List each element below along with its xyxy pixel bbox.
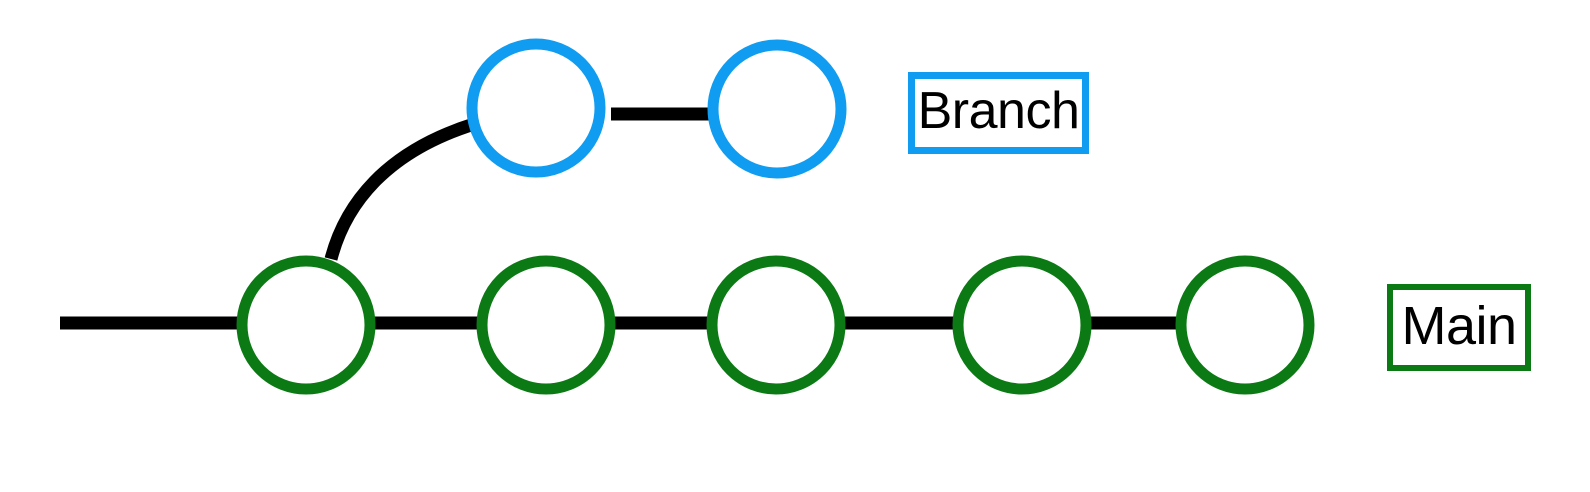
main-commit-node-1[interactable] bbox=[236, 255, 376, 395]
main-commit-node-4[interactable] bbox=[952, 255, 1092, 395]
main-commit-node-5[interactable] bbox=[1175, 255, 1315, 395]
main-legend-label: Main bbox=[1401, 295, 1517, 356]
branch-lane-nodes bbox=[466, 38, 847, 179]
branch-commit-node-2[interactable] bbox=[707, 39, 847, 179]
main-commit-node-3[interactable] bbox=[706, 255, 846, 395]
main-commit-node-2[interactable] bbox=[476, 255, 616, 395]
branch-commit-node-1[interactable] bbox=[466, 38, 606, 178]
branch-legend-label: Branch bbox=[917, 82, 1080, 140]
branch-legend-box: Branch bbox=[908, 72, 1089, 154]
branch-fork-curve-path bbox=[324, 117, 476, 261]
main-legend-box: Main bbox=[1387, 284, 1531, 371]
connector-layer bbox=[60, 107, 1186, 330]
main-lane-nodes bbox=[236, 255, 1315, 395]
